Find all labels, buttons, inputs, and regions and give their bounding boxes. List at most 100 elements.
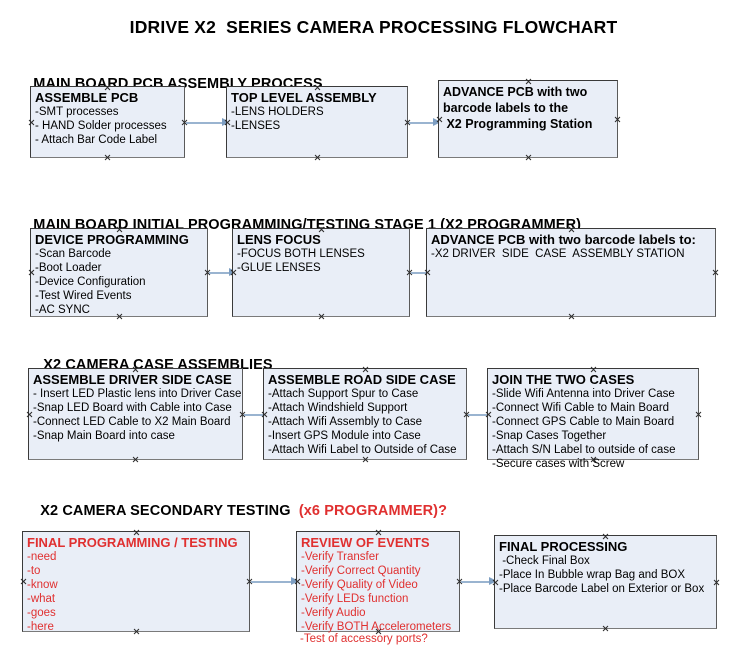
flow-box-body: REVIEW OF EVENTS -Verify Transfer -Verif…	[297, 532, 459, 634]
arrow-final-programming-to-review-of-events	[251, 577, 299, 586]
flow-box-review-of-events[interactable]: REVIEW OF EVENTS -Verify Transfer -Verif…	[296, 531, 460, 634]
flow-box-line: -need	[27, 551, 57, 563]
section-heading-x2-camera-secondary-testing: X2 CAMERA SECONDARY TESTING (x6 PROGRAMM…	[32, 487, 447, 519]
flow-box-line: -Device Configuration	[35, 276, 146, 288]
flow-box-body: ASSEMBLE DRIVER SIDE CASE - Insert LED P…	[29, 369, 242, 443]
flow-box-title: JOIN THE TWO CASES	[492, 372, 635, 387]
flow-box-title: FINAL PROCESSING	[499, 539, 628, 554]
flow-box-line: -Insert GPS Module into Case	[268, 430, 421, 442]
flow-box-line: -Check Final Box	[499, 555, 590, 567]
page-title: IDRIVE X2 SERIES CAMERA PROCESSING FLOWC…	[129, 17, 618, 37]
flow-box-line: -Connect Wifi Cable to Main Board	[492, 402, 670, 414]
flow-box-line: -AC SYNC	[35, 304, 90, 316]
flow-box-overflow-line-review-of-events: -Test of accessory ports?	[300, 633, 428, 645]
flow-box-line: -SMT processes	[35, 106, 119, 118]
arrow-shaft	[409, 122, 435, 124]
flow-box-line: -Verify Audio	[301, 607, 366, 619]
flow-box-line: -know	[27, 579, 58, 591]
flow-box-line: -Attach Windshield Support	[268, 402, 408, 414]
flow-box-line: -Boot Loader	[35, 262, 102, 274]
flow-box-line: -Snap Cases Together	[492, 430, 607, 442]
connection-handle-bottom[interactable]	[318, 313, 325, 320]
arrow-review-of-events-to-final-processing	[461, 577, 497, 586]
arrow-top-level-assembly-to-advance-pcb	[409, 118, 441, 127]
flow-box-line: -Verify Quality of Video	[301, 579, 418, 591]
flow-box-title: ADVANCE PCB with two barcode labels to t…	[443, 85, 593, 131]
flow-box-line: -here	[27, 621, 54, 633]
flow-box-line: -to	[27, 565, 41, 577]
flow-box-assemble-driver-side-case[interactable]: ASSEMBLE DRIVER SIDE CASE - Insert LED P…	[28, 368, 243, 460]
flow-box-title: DEVICE PROGRAMMING	[35, 232, 189, 247]
connection-handle-right[interactable]	[712, 269, 719, 276]
flow-box-join-the-two-cases[interactable]: JOIN THE TWO CASES -Slide Wifi Antenna i…	[487, 368, 699, 470]
flow-box-device-programming[interactable]: DEVICE PROGRAMMING -Scan Barcode -Boot L…	[30, 228, 208, 317]
flow-box-title: LENS FOCUS	[237, 232, 321, 247]
flow-box-line: -FOCUS BOTH LENSES	[237, 248, 365, 260]
arrow-shaft	[251, 581, 293, 583]
section-heading-accent: (x6 PROGRAMMER)?	[294, 503, 448, 519]
flow-box-advance-pcb-to-x2-programming-station[interactable]: ADVANCE PCB with two barcode labels to t…	[438, 80, 618, 158]
flow-box-line: -what	[27, 593, 56, 605]
connection-handle-bottom[interactable]	[525, 154, 532, 161]
flow-box-line: -X2 DRIVER SIDE CASE ASSEMBLY STATION	[431, 248, 685, 260]
flow-box-line: -Attach Wifi Label to Outside of Case	[268, 444, 457, 456]
flow-box-title: FINAL PROGRAMMING / TESTING	[27, 535, 238, 550]
flow-box-title: ASSEMBLE ROAD SIDE CASE	[268, 372, 456, 387]
flow-box-line: -Attach S/N Label to outside of case	[492, 444, 676, 456]
arrow-shaft	[186, 122, 224, 124]
flow-box-line: -Slide Wifi Antenna into Driver Case	[492, 388, 675, 400]
flow-box-line: -Attach Wifi Assembly to Case	[268, 416, 423, 428]
flow-box-assemble-road-side-case[interactable]: ASSEMBLE ROAD SIDE CASE -Attach Support …	[263, 368, 467, 460]
flow-box-body: ADVANCE PCB with two barcode labels to t…	[439, 81, 617, 132]
connection-handle-bottom[interactable]	[314, 154, 321, 161]
flow-box-line: -Place In Bubble wrap Bag and BOX	[499, 569, 686, 581]
flow-box-body: FINAL PROGRAMMING / TESTING -need -to -k…	[23, 532, 249, 634]
flow-box-line: -Connect GPS Cable to Main Board	[492, 416, 675, 428]
flow-box-line: - Attach Bar Code Label	[35, 134, 158, 146]
arrow-assemble-pcb-to-top-level-assembly	[186, 118, 230, 127]
flow-box-line: -Connect LED Cable to X2 Main Board	[33, 416, 231, 428]
flow-box-line: - Insert LED Plastic lens into Driver Ca…	[33, 388, 242, 400]
flow-box-line: -Verify LEDs function	[301, 593, 409, 605]
flow-box-line: -Scan Barcode	[35, 248, 112, 260]
flow-box-line: -Snap Main Board into case	[33, 430, 175, 442]
flow-box-line: -GLUE LENSES	[237, 262, 321, 274]
flow-box-assemble-pcb[interactable]: ASSEMBLE PCB -SMT processes - HAND Solde…	[30, 86, 185, 158]
flow-box-line: -Test Wired Events	[35, 290, 132, 302]
connection-handle-bottom[interactable]	[602, 625, 609, 632]
flow-box-line: -Verify BOTH Accelerometers	[301, 621, 452, 633]
flow-box-line: -Attach Support Spur to Case	[268, 388, 419, 400]
connection-handle-bottom[interactable]	[104, 154, 111, 161]
flow-box-title: ASSEMBLE DRIVER SIDE CASE	[33, 372, 232, 387]
flow-box-line: -goes	[27, 607, 56, 619]
flow-box-body: LENS FOCUS -FOCUS BOTH LENSES -GLUE LENS…	[233, 229, 409, 275]
connection-handle-bottom[interactable]	[132, 456, 139, 463]
flow-box-title: TOP LEVEL ASSEMBLY	[231, 90, 377, 105]
connection-handle-left[interactable]	[424, 269, 431, 276]
flow-box-final-programming-testing[interactable]: FINAL PROGRAMMING / TESTING -need -to -k…	[22, 531, 250, 634]
flow-box-line: -Verify Transfer	[301, 551, 379, 563]
flow-box-title: REVIEW OF EVENTS	[301, 535, 430, 550]
flow-box-lens-focus[interactable]: LENS FOCUS -FOCUS BOTH LENSES -GLUE LENS…	[232, 228, 410, 317]
flow-box-body: ASSEMBLE PCB -SMT processes - HAND Solde…	[31, 87, 184, 147]
flow-box-advance-pcb-to-driver-side-case-assembly-station[interactable]: ADVANCE PCB with two barcode labels to: …	[426, 228, 716, 317]
flow-box-line: -Snap LED Board with Cable into Case	[33, 402, 232, 414]
flow-box-body: ASSEMBLE ROAD SIDE CASE -Attach Support …	[264, 369, 466, 457]
flow-box-line: - HAND Solder processes	[35, 120, 167, 132]
flow-box-body: FINAL PROCESSING -Check Final Box -Place…	[495, 536, 716, 596]
flow-box-final-processing[interactable]: FINAL PROCESSING -Check Final Box -Place…	[494, 535, 717, 629]
flow-box-body: ADVANCE PCB with two barcode labels to: …	[427, 229, 715, 261]
arrow-shaft	[461, 581, 491, 583]
flow-box-top-level-assembly[interactable]: TOP LEVEL ASSEMBLY -LENS HOLDERS -LENSES	[226, 86, 408, 158]
flow-box-line: -Verify Correct Quantity	[301, 565, 421, 577]
arrow-shaft	[209, 272, 231, 274]
flow-box-line: -Place Barcode Label on Exterior or Box	[499, 583, 705, 595]
flow-box-line: -LENS HOLDERS	[231, 106, 324, 118]
flow-box-line: -Secure cases with Screw	[492, 458, 625, 470]
flow-box-title: ASSEMBLE PCB	[35, 90, 139, 105]
connection-handle-bottom[interactable]	[568, 313, 575, 320]
flow-box-body: DEVICE PROGRAMMING -Scan Barcode -Boot L…	[31, 229, 207, 317]
section-heading-text: X2 CAMERA SECONDARY TESTING	[40, 503, 295, 519]
flow-box-line: -LENSES	[231, 120, 281, 132]
flow-box-title: ADVANCE PCB with two barcode labels to:	[431, 232, 696, 247]
